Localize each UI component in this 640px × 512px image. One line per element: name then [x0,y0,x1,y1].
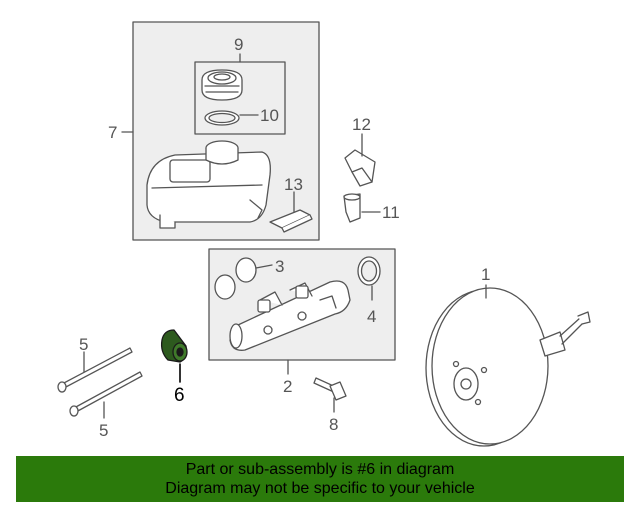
callout-7: 7 [108,123,117,142]
banner-line-disclaimer: Diagram may not be specific to your vehi… [165,480,475,497]
mounting-nut-part-6 [160,329,188,363]
mounting-stud-upper [57,347,133,393]
callout-11: 11 [382,203,400,222]
banner-line-part: Part or sub-assembly is #6 in diagram [185,461,455,478]
callout-6: 6 [174,385,185,406]
callout-9: 9 [234,35,243,54]
callout-1: 1 [481,265,490,284]
callout-2: 2 [283,377,292,396]
master-cylinder [229,280,351,351]
retaining-clip [344,149,376,187]
brake-fluid-reservoir [146,140,271,229]
brake-booster [425,287,591,447]
callout-13: 13 [284,175,303,194]
callout-8: 8 [329,415,338,434]
master-cylinder-seal [214,274,236,300]
callout-3: 3 [275,257,284,276]
mounting-stud-lower [69,371,143,417]
part-info-banner: Part or sub-assembly is #6 in diagram Di… [16,456,624,502]
reservoir-grommet [343,193,361,223]
reservoir-cap [201,69,243,101]
callout-5-upper: 5 [79,335,88,354]
callout-12: 12 [352,115,371,134]
callout-10: 10 [260,106,279,125]
fluid-level-sensor [269,209,313,233]
bolt [313,377,347,401]
callout-leader-lines [83,53,487,419]
master-cylinder-seal-2 [235,257,257,283]
callout-4: 4 [367,307,376,326]
callout-5-lower: 5 [99,421,108,440]
